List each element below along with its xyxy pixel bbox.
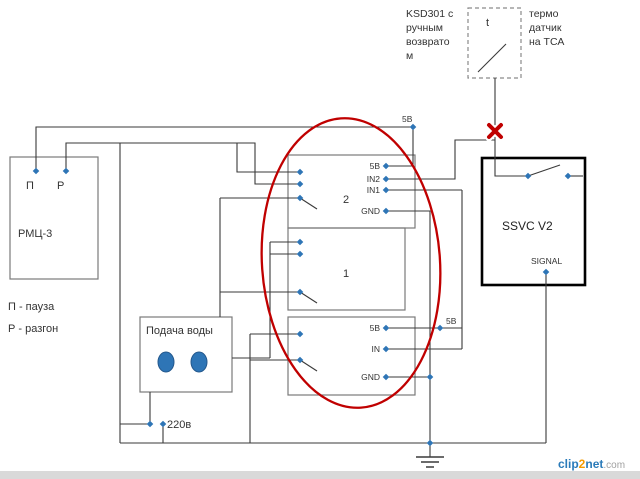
legend-pause: П - пауза [8,301,55,313]
rmc-title: РМЦ-3 [18,228,52,240]
top-5v-rail-label: 5В [402,114,413,124]
relay1-box [287,227,406,311]
wires-group [35,43,583,468]
ksd-caption-line1: KSD301 с [406,8,453,20]
labels-group: РМЦ-3 П Р П - пауза Р - разгон Подача во… [8,8,564,431]
legend-accel: Р - разгон [8,323,58,335]
pump-button [157,351,175,373]
thermostat-t-label: t [486,17,489,29]
ssvc-box [480,156,587,287]
thermo-caption-line3: на ТСА [529,36,564,48]
wire [386,210,431,377]
wire [494,158,528,177]
lower-gnd-pin-label: GND [361,372,380,382]
in1-pin-label: IN1 [367,185,381,195]
relay-switch-arm [299,359,318,372]
watermark-clip: clip [558,457,579,471]
wire [65,142,300,185]
wire [236,143,300,173]
water-supply-box [139,316,233,393]
ground-symbol [416,456,444,468]
relay-switch-arm [299,291,318,304]
ksd-caption-line2: ручным [406,22,443,34]
ssvc-title: SSVC V2 [502,219,553,233]
x-mark [487,123,503,139]
terminal-r-label: Р [57,180,64,192]
thermo-caption-line1: термо [529,8,559,20]
watermark-com: .com [603,460,625,471]
signal-label: SIGNAL [531,256,562,266]
relay-switch-arm [299,197,318,210]
ksd-caption-line3: возврато [406,36,450,48]
terminal-p-label: П [26,180,34,192]
in2-pin-label: IN2 [367,174,381,184]
watermark-net: net [585,457,603,471]
thermostat-lever [477,43,507,73]
lower-5v-pin-label: 5В [370,323,381,333]
in-pin-label: IN [372,344,381,354]
pump-button [190,351,208,373]
relay2-label: 2 [343,194,349,206]
upper-gnd-pin-label: GND [361,206,380,216]
relay1-label: 1 [343,268,349,280]
right-5v-rail-label: 5В [446,316,457,326]
watermark-two: 2 [579,457,586,471]
clip2net-watermark: clip2net.com [558,457,625,471]
voltage-220-label: 220в [167,419,191,431]
water-supply-title: Подача воды [146,325,213,337]
upper-5v-pin-label: 5В [370,161,381,171]
rmc-box [9,156,99,280]
broken-connection-icon [485,121,505,141]
ssvc-switch-arm [527,164,561,177]
ksd-caption-line4: м [406,50,413,62]
thermo-caption-line2: датчик [529,22,562,34]
bottom-bar [0,471,640,479]
highlight-ellipse [260,117,442,409]
